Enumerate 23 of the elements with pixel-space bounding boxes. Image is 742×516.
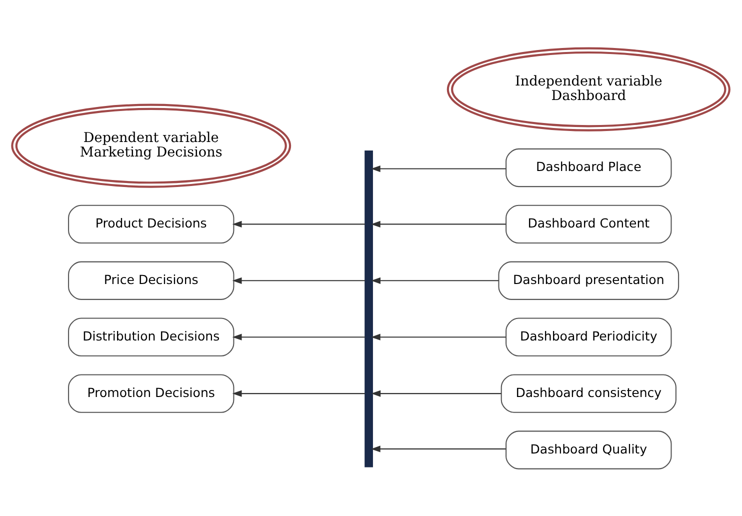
node-box: Distribution Decisions	[68, 317, 234, 356]
node-box: Promotion Decisions	[68, 374, 234, 412]
arrow	[371, 390, 502, 396]
node-box: Dashboard Content	[506, 204, 672, 244]
node-box: Dashboard Quality	[506, 430, 672, 469]
node-box: Price Decisions	[68, 260, 234, 300]
arrow	[232, 276, 365, 284]
arrow	[370, 164, 506, 172]
arrow	[232, 333, 365, 340]
node-box: Dashboard consistency	[500, 374, 676, 412]
node-box: Dashboard Place	[506, 148, 672, 187]
arrow	[232, 390, 365, 396]
arrow	[370, 445, 506, 452]
arrow	[371, 276, 499, 284]
node-ellipse: Independent variable Dashboard	[446, 46, 730, 131]
arrow	[232, 220, 365, 227]
node-box: Dashboard presentation	[498, 260, 680, 300]
node-bar	[364, 150, 373, 467]
node-box: Dashboard Periodicity	[506, 317, 672, 356]
arrow	[370, 220, 506, 227]
arrow	[370, 333, 506, 340]
node-ellipse: Dependent variable Marketing Decisions	[11, 103, 292, 188]
node-box: Product Decisions	[68, 204, 234, 244]
